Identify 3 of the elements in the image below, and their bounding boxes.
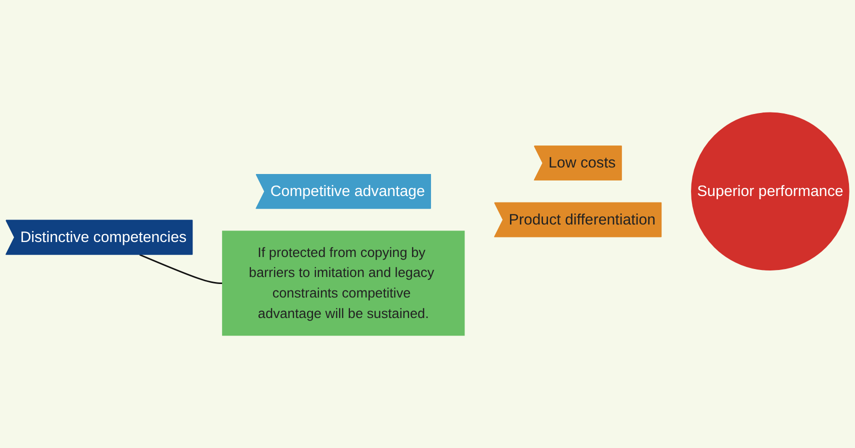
node-circle: Superior performance [691, 112, 850, 271]
connector [139, 254, 222, 284]
node-box: If protected from copying by barriers to imitation and legacy constraints competitive advantage will be sustained. [222, 230, 465, 336]
